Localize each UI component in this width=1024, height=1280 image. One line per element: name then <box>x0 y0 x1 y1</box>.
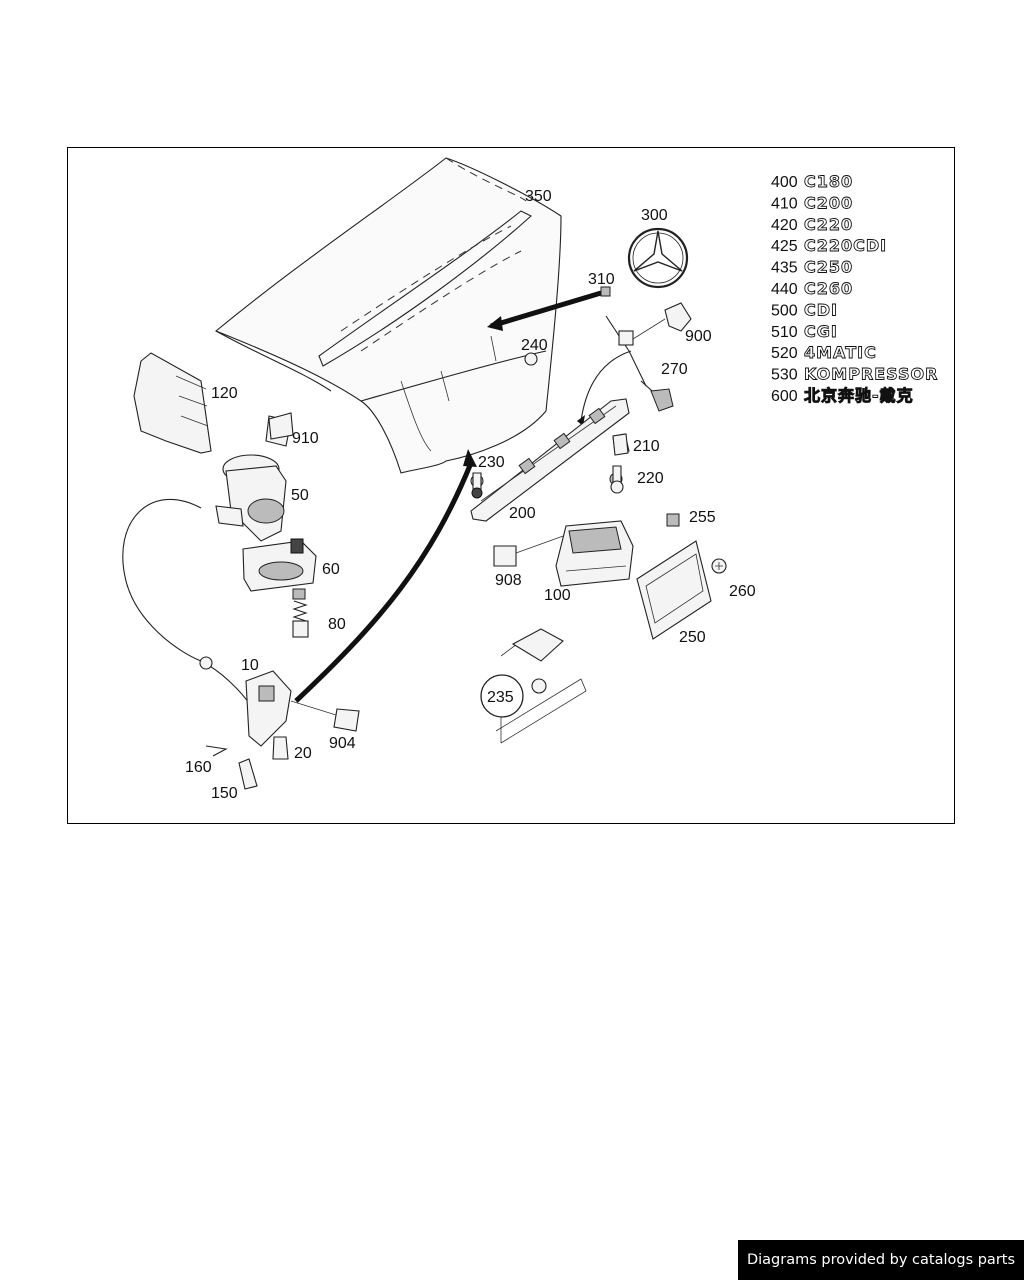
legend-code-410: 410 <box>771 195 798 212</box>
legend-code-400: 400 <box>771 174 798 191</box>
legend-badge-400: C180 <box>804 172 853 191</box>
part-label-260: 260 <box>729 583 756 600</box>
legend-code-420: 420 <box>771 217 798 234</box>
part-label-50: 50 <box>291 487 309 504</box>
legend-code-435: 435 <box>771 260 798 277</box>
spring-80-drawing <box>292 588 309 638</box>
handle-unit-100-drawing <box>555 520 634 587</box>
legend-code-510: 510 <box>771 324 798 341</box>
part-label-300: 300 <box>641 207 668 224</box>
nut-240-drawing <box>524 352 538 366</box>
part-label-220: 220 <box>637 470 664 487</box>
part-label-235: 235 <box>487 689 514 706</box>
callout-235-drawing <box>480 628 587 744</box>
part-label-20: 20 <box>294 745 312 762</box>
part-label-200: 200 <box>509 505 536 522</box>
badge-legend: 400 C180 410 C200 420 C220 425 C220CDI 435 C250 44… <box>771 172 938 406</box>
watermark-banner: Diagrams provided by catalogs parts <box>738 1240 1024 1280</box>
legend-code-520: 520 <box>771 345 798 362</box>
part-label-120: 120 <box>211 385 238 402</box>
legend-badge-420: C220 <box>804 215 853 234</box>
watermark-text: Diagrams provided by catalogs parts <box>746 1252 1016 1268</box>
part-label-350: 350 <box>525 188 552 205</box>
mercedes-star-emblem <box>627 227 689 289</box>
parts-diagram: 350 300 310 900 240 270 120 910 50 60 80 10 904 20 160… <box>122 157 938 802</box>
housing-60-drawing <box>242 538 317 592</box>
part-label-100: 100 <box>544 587 571 604</box>
part-label-904: 904 <box>329 735 356 752</box>
part-label-210: 210 <box>633 438 660 455</box>
part-label-230: 230 <box>478 454 505 471</box>
part-label-10: 10 <box>241 657 259 674</box>
clip-310-drawing <box>600 286 611 297</box>
part-label-160: 160 <box>185 759 212 776</box>
legend-badge-500: CDI <box>804 300 838 319</box>
plate-250-drawing <box>636 513 727 640</box>
legend-code-530: 530 <box>771 367 798 384</box>
part-label-270: 270 <box>661 361 688 378</box>
legend-badge-435: C250 <box>804 258 853 277</box>
part-label-60: 60 <box>322 561 340 578</box>
legend-code-440: 440 <box>771 281 798 298</box>
legend-badge-520: 4MATIC <box>804 343 877 362</box>
latch-10-drawing <box>205 670 292 790</box>
part-label-250: 250 <box>679 629 706 646</box>
part-label-255: 255 <box>689 509 716 526</box>
legend-badge-425: C220CDI <box>804 236 887 255</box>
trunk-lid-drawing <box>214 157 562 474</box>
part-label-900: 900 <box>685 328 712 345</box>
part-labels: 350 300 310 900 240 270 120 910 50 60 80 10 904 20 160… <box>185 188 756 802</box>
cover-120-drawing <box>133 352 212 454</box>
legend-code-600: 600 <box>771 388 798 405</box>
screws-drawing <box>471 433 629 499</box>
legend-code-500: 500 <box>771 302 798 319</box>
part-label-908: 908 <box>495 572 522 589</box>
legend-badge-510: CGI <box>804 322 838 341</box>
part-label-80: 80 <box>328 616 346 633</box>
legend-badge-530: KOMPRESSOR <box>804 365 938 384</box>
legend-badge-600: 北京奔驰-戴克 <box>804 386 914 405</box>
part-label-150: 150 <box>211 785 238 802</box>
diagram-frame: 350 300 310 900 240 270 120 910 50 60 80 10 904 20 160… <box>67 147 955 824</box>
legend-badge-410: C200 <box>804 193 853 212</box>
part-label-310: 310 <box>588 271 615 288</box>
legend-badge-440: C260 <box>804 279 853 298</box>
legend-code-425: 425 <box>771 238 798 255</box>
part-label-910: 910 <box>292 430 319 447</box>
part-label-240: 240 <box>521 337 548 354</box>
